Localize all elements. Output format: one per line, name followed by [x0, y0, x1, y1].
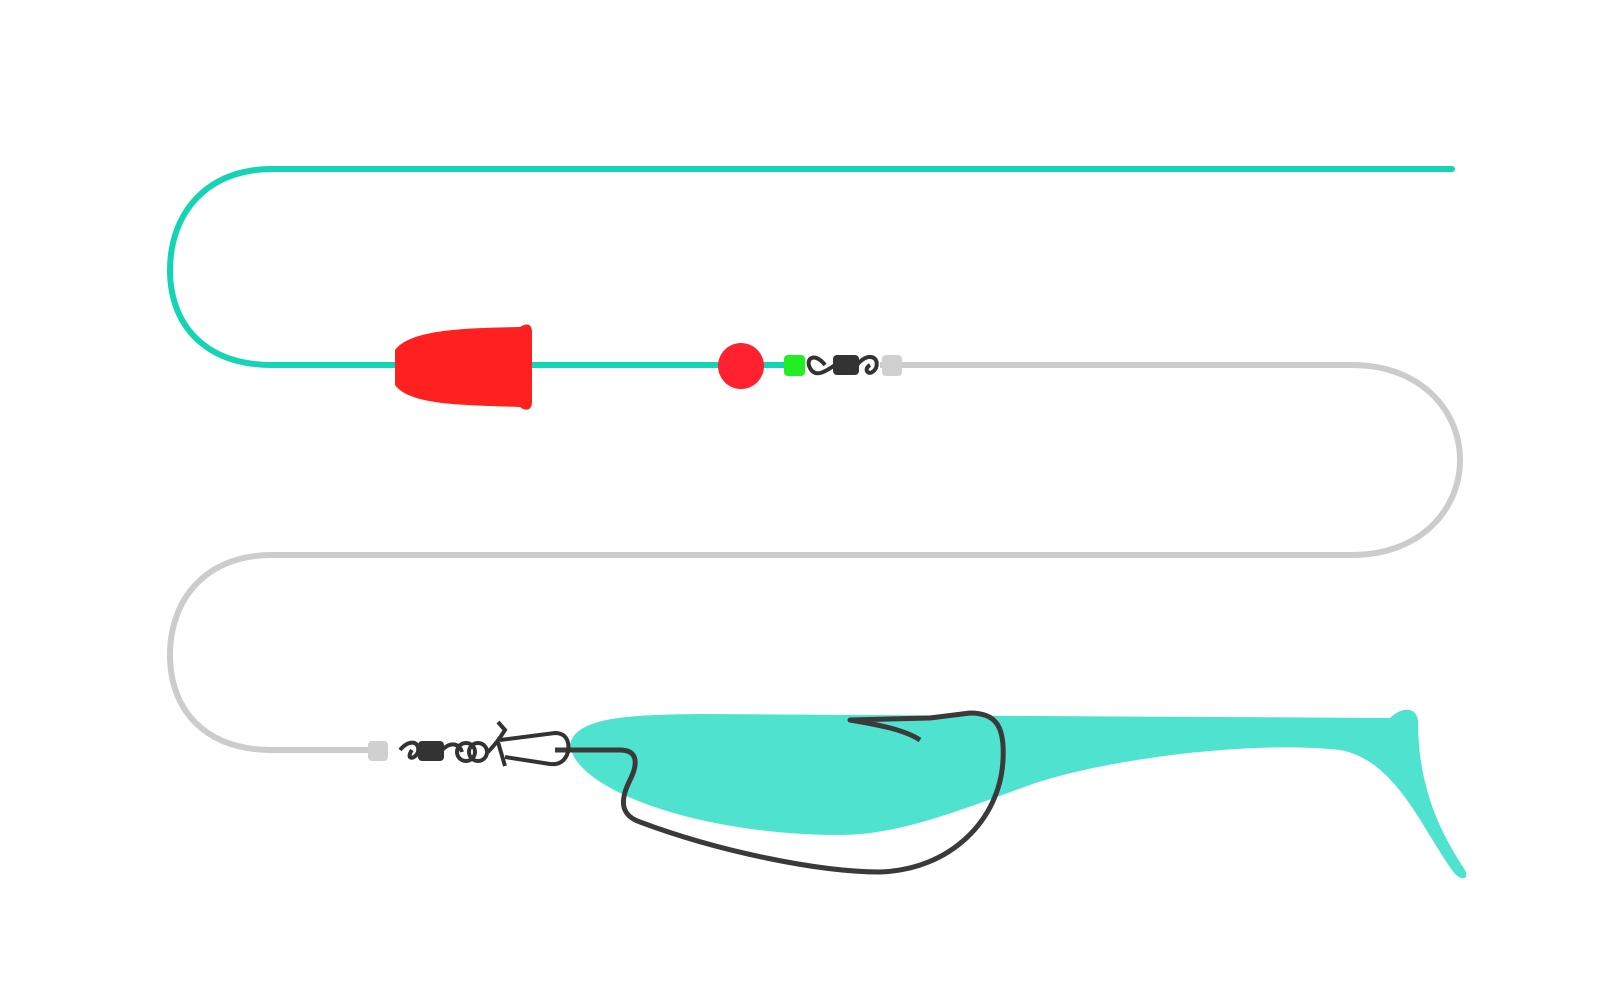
soft-plastic-lure-icon: [570, 709, 1467, 879]
bullet-sinker-icon: [395, 324, 532, 410]
bead-stopper-icon: [784, 355, 805, 376]
offset-hook-icon: [555, 710, 1006, 875]
leader-line: [166, 362, 1464, 753]
leader-stopper-icon: [882, 355, 902, 376]
swivel-icon: [806, 355, 879, 376]
snap-swivel-icon: [368, 720, 571, 767]
main-line: [166, 166, 1455, 368]
bead-icon: [718, 343, 764, 389]
